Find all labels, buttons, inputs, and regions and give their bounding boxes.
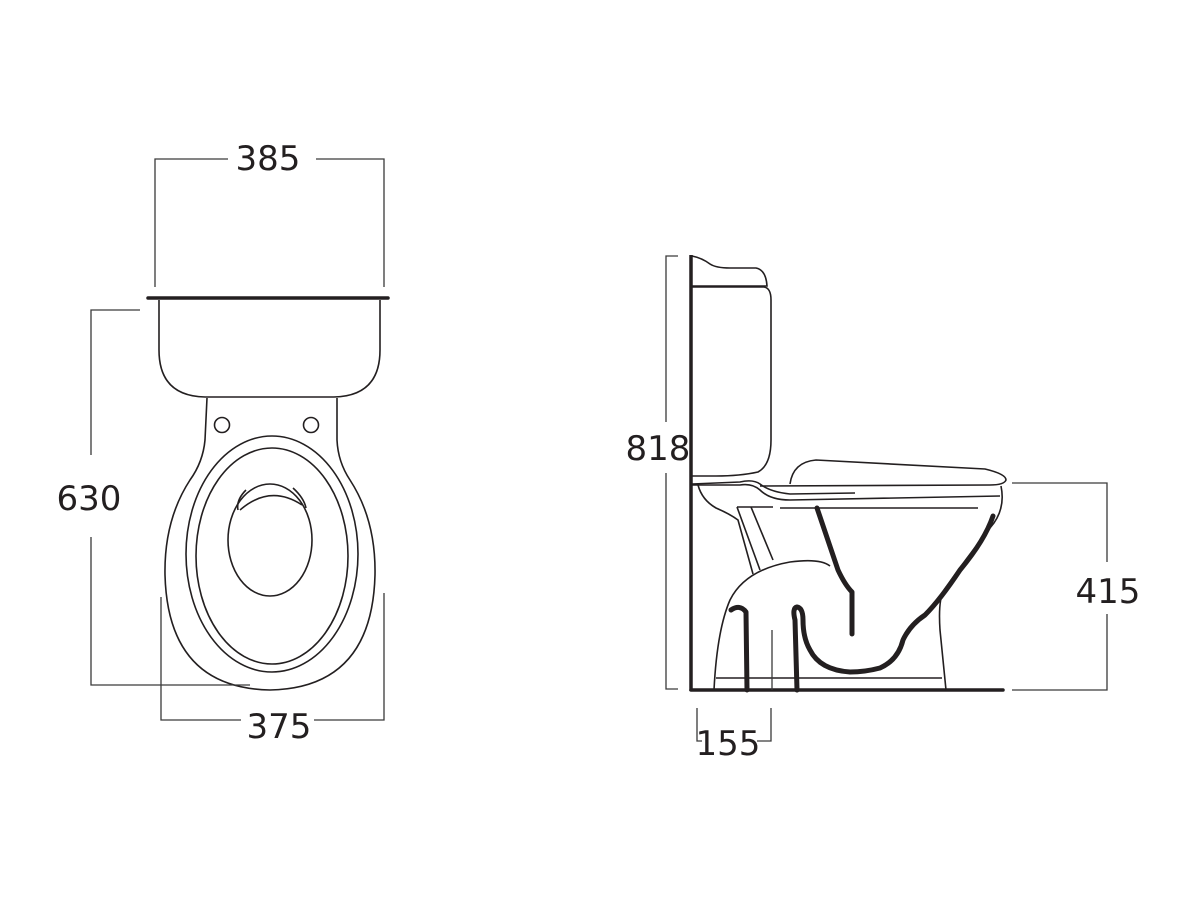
trapway-front-wall bbox=[791, 513, 996, 693]
cistern-lid bbox=[691, 255, 768, 287]
seat-outer-rim bbox=[185, 435, 359, 673]
dimension-seat-height: 415 bbox=[1012, 482, 1141, 691]
bowl-opening bbox=[227, 483, 313, 597]
front-view: 385 630 375 bbox=[57, 139, 390, 747]
pan-rim bbox=[691, 480, 856, 495]
bowl-flush-rim-right bbox=[292, 487, 307, 509]
dimension-label-155: 155 bbox=[696, 724, 761, 764]
outlet-pipe bbox=[728, 604, 750, 693]
bowl-flush-rim-left bbox=[236, 489, 247, 511]
pan-back-inner-2 bbox=[750, 506, 774, 561]
bowl-flush-arc bbox=[239, 494, 303, 511]
dimension-overall-depth: 630 bbox=[57, 309, 250, 686]
dimension-label-385: 385 bbox=[236, 139, 301, 179]
pan-back-profile bbox=[697, 484, 754, 575]
dimension-label-375: 375 bbox=[247, 707, 312, 747]
pan-outline bbox=[164, 397, 376, 691]
trapway-rear-wall bbox=[814, 505, 855, 637]
cistern-body bbox=[692, 286, 772, 477]
dimension-overall-height: 818 bbox=[626, 255, 691, 690]
tank-outline bbox=[158, 300, 381, 398]
pan-rim-lower bbox=[692, 483, 1001, 501]
dimension-set-out: 155 bbox=[696, 708, 772, 764]
side-view: 818 155 bbox=[626, 255, 1141, 764]
dimension-pan-width: 375 bbox=[160, 593, 385, 747]
hinge-hole-right-icon bbox=[302, 416, 320, 434]
hinge-hole-left-icon bbox=[213, 416, 231, 434]
dimension-label-818: 818 bbox=[626, 429, 691, 469]
pan-foot bbox=[713, 559, 831, 691]
dimension-tank-width: 385 bbox=[154, 139, 385, 287]
pan-back-inner bbox=[736, 506, 761, 571]
seat-inner-rim bbox=[195, 447, 349, 665]
dimension-label-415: 415 bbox=[1076, 572, 1141, 612]
seat-lid bbox=[759, 459, 1007, 487]
dimension-label-630: 630 bbox=[57, 479, 122, 519]
